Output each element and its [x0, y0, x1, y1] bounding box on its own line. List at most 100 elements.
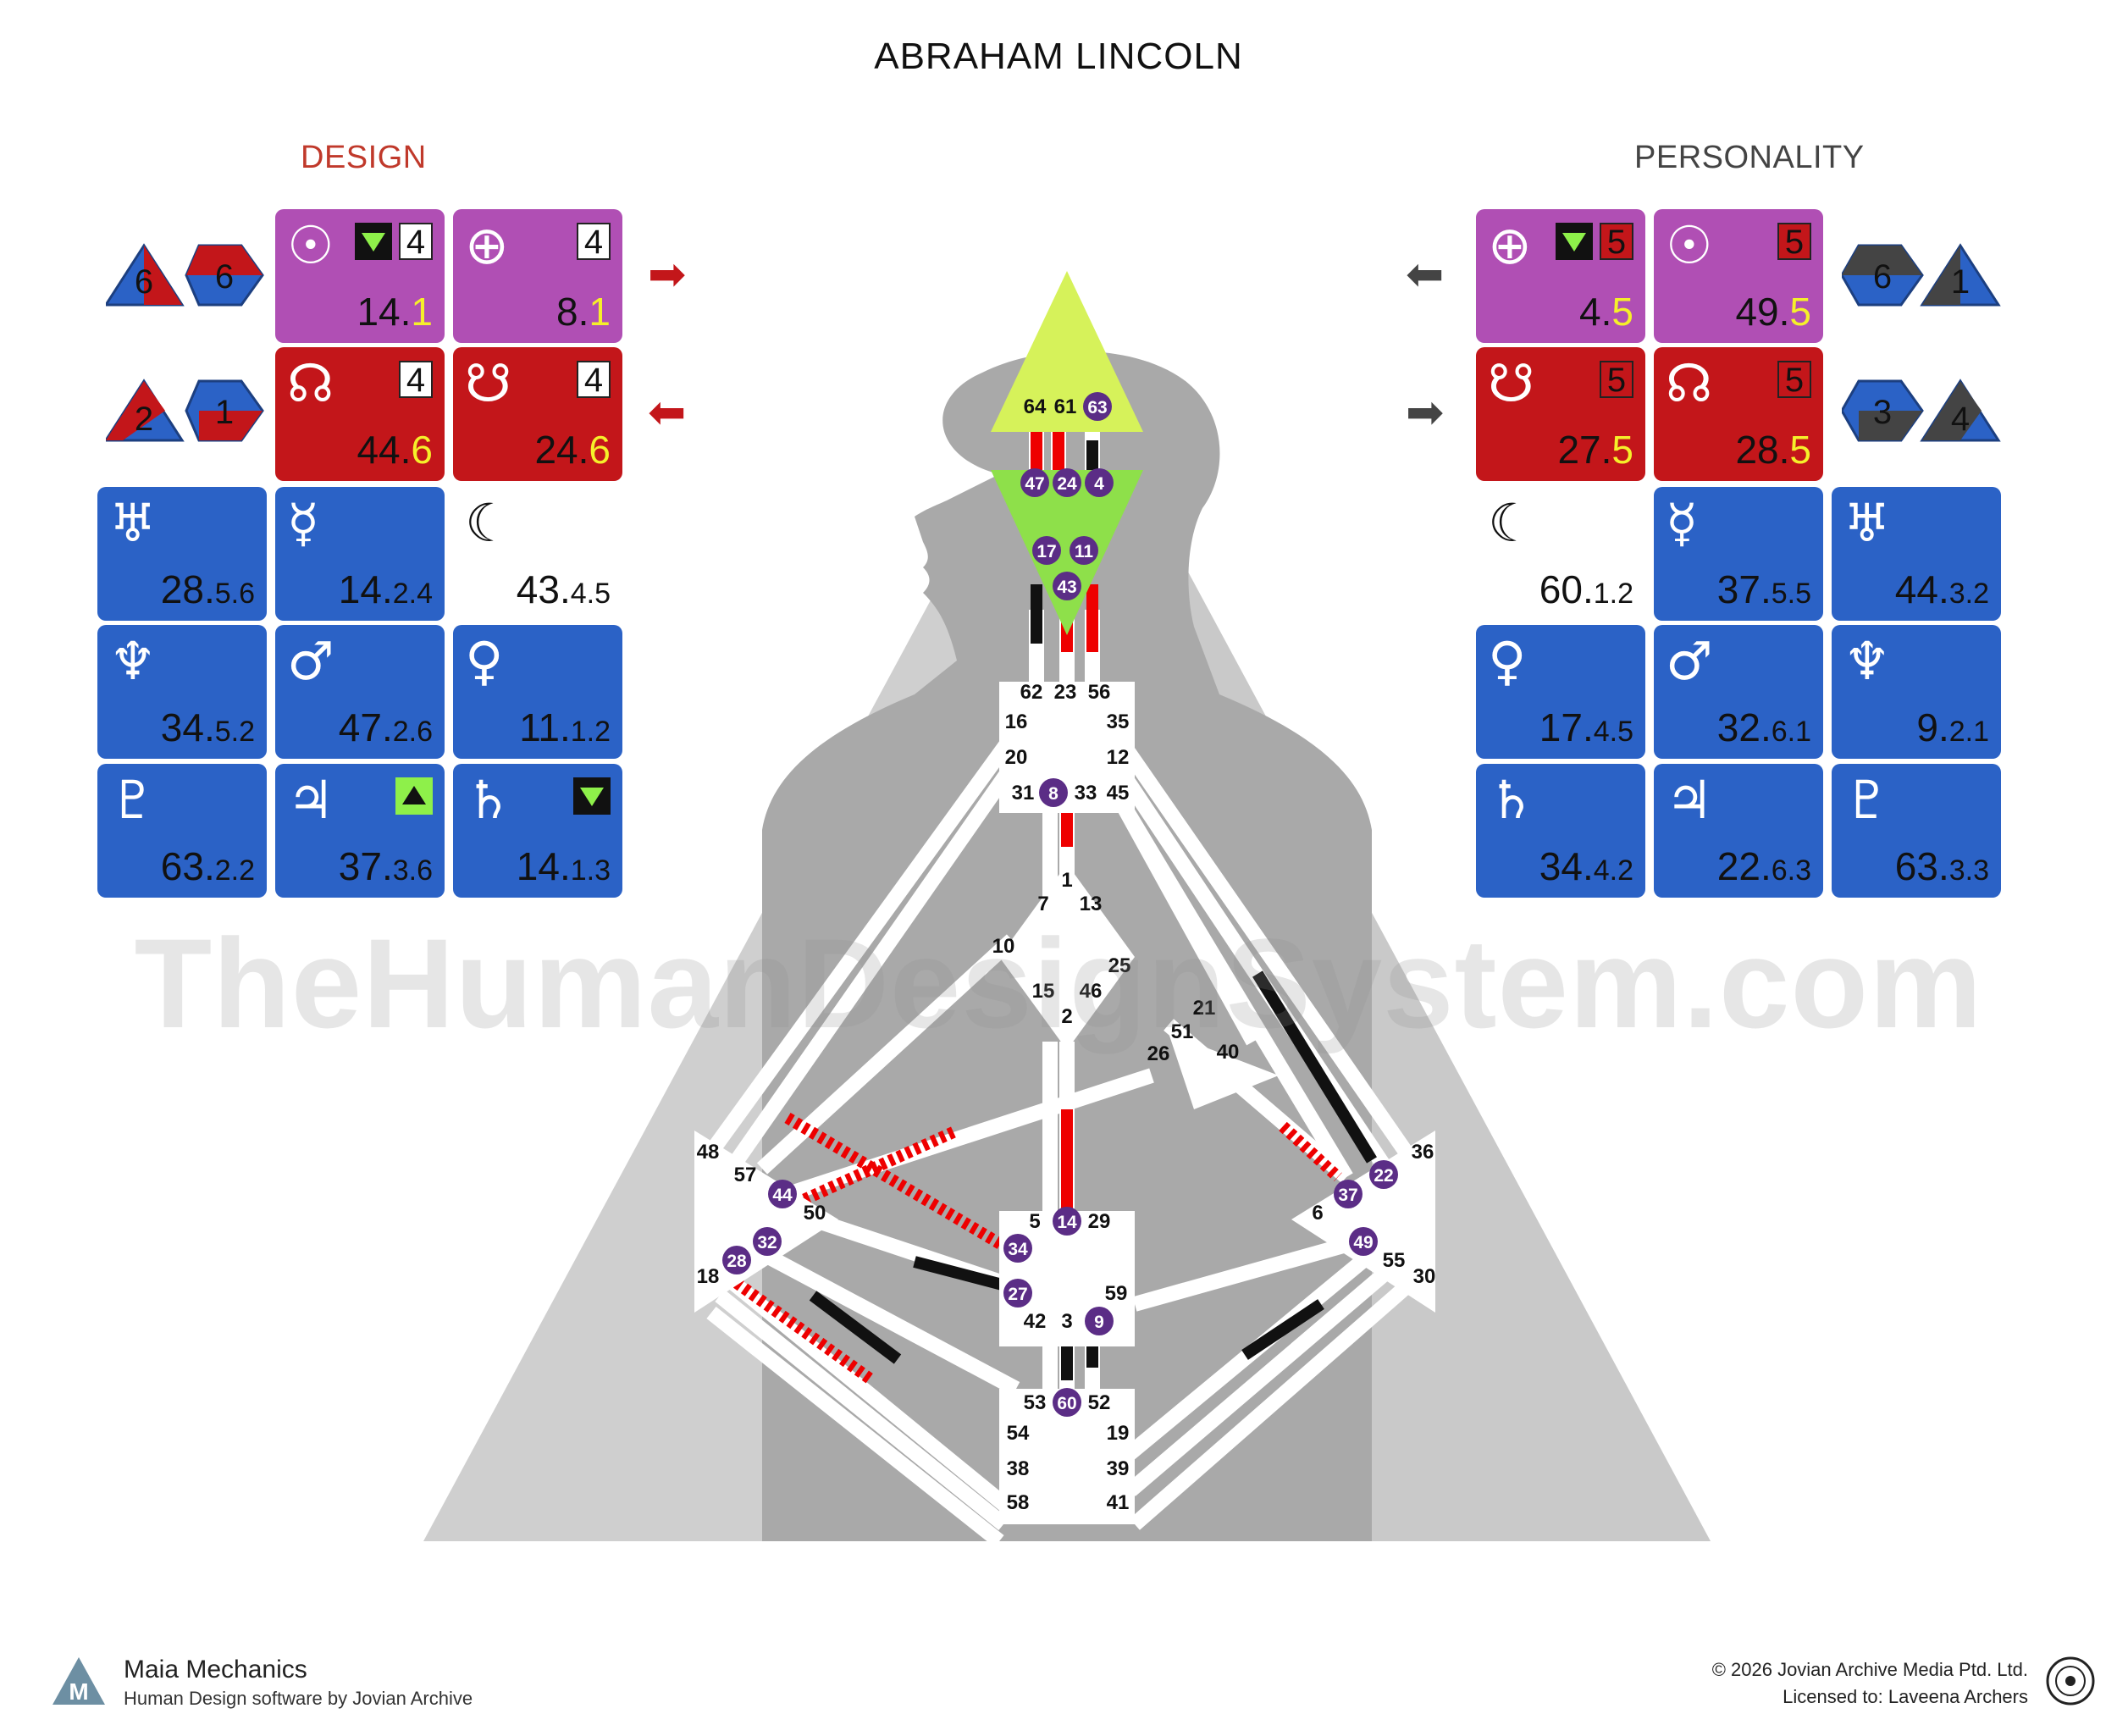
activated-gate-marker: [1369, 1160, 1398, 1189]
line-box: 4: [399, 361, 433, 398]
gate-line-value: 60.1.2: [1539, 567, 1633, 611]
design-bottom-arrow-icon: ⬅: [648, 385, 687, 439]
mars-icon: ♂: [1666, 630, 1713, 692]
watermark-text: TheHumanDesignSystem.com: [134, 912, 1983, 1054]
line-box: 5: [1777, 361, 1811, 398]
gate-22: 22: [1374, 1166, 1393, 1186]
activated-gate-marker: [1032, 536, 1061, 565]
gate-6: 6: [1312, 1202, 1323, 1225]
gate-25: 25: [1108, 954, 1131, 977]
line-box: 5: [1600, 223, 1633, 260]
gate-64: 64: [1024, 395, 1047, 418]
gate-3: 3: [1061, 1310, 1072, 1333]
mars-icon: ♂: [287, 630, 334, 692]
solar-plexus-center: [1291, 1131, 1435, 1313]
design-tile-uranus: ♅28.5.6: [97, 487, 267, 621]
design-tile-jupiter: ♃37.3.6: [275, 764, 445, 898]
gate-61: 61: [1054, 395, 1077, 418]
gate-51: 51: [1171, 1020, 1194, 1043]
venus-icon: ♀: [465, 630, 504, 692]
gate-line-value: 37.3.6: [338, 844, 433, 888]
personality-tile-neptune: ♆9.2.1: [1832, 625, 2001, 759]
gate-line-value: 63.3.3: [1894, 844, 1989, 888]
gate-48: 48: [697, 1141, 720, 1164]
design-tile-mars: ♂47.2.6: [275, 625, 445, 759]
personality-tile-venus: ♀17.4.5: [1476, 625, 1645, 759]
gate-line-value: 14.1.3: [516, 844, 611, 888]
gate-line-value: 14.2.4: [338, 567, 433, 611]
gate-43: 43: [1057, 578, 1076, 597]
gate-16: 16: [1005, 710, 1028, 733]
gate-26: 26: [1147, 1042, 1170, 1065]
jupiter-icon: ♃: [287, 769, 334, 831]
gate-50: 50: [804, 1202, 826, 1225]
activated-gate-marker: [1053, 572, 1081, 600]
uranus-icon: ♅: [1843, 492, 1891, 554]
personality-variable-1: 6: [1873, 258, 1892, 296]
footer-license: © 2026 Jovian Archive Media Ptd. Ltd. Li…: [1588, 1656, 2096, 1715]
gate-33: 33: [1075, 782, 1097, 804]
gate-line-value: 14.1: [357, 290, 433, 334]
gate-47: 47: [1025, 474, 1044, 494]
gate-14: 14: [1057, 1213, 1077, 1232]
moon-icon: ☾: [1488, 492, 1535, 554]
gate-34: 34: [1008, 1240, 1028, 1259]
personality-heading: PERSONALITY: [1634, 140, 1865, 175]
detriment-arrow-icon: [573, 777, 611, 815]
sun-icon: ☉: [287, 214, 334, 276]
pluto-icon: ♇: [1843, 769, 1891, 831]
activated-gate-marker: [722, 1246, 751, 1274]
personality-variables: 6 1 3 4: [1842, 243, 2001, 442]
gate-44: 44: [772, 1186, 793, 1205]
exalted-arrow-icon: [395, 777, 433, 815]
svg-text:M: M: [69, 1678, 88, 1705]
gate-line-value: 37.5.5: [1716, 567, 1811, 611]
gate-11: 11: [1075, 542, 1094, 561]
gate-line-value: 44.6: [357, 428, 433, 472]
neptune-icon: ♆: [1843, 630, 1891, 692]
design-variables: 6 6 2 1: [106, 243, 264, 442]
line-box: 4: [577, 223, 611, 260]
activated-gate-marker: [1003, 1234, 1032, 1263]
gate-21: 21: [1193, 997, 1216, 1020]
activated-gate-marker: [1070, 536, 1098, 565]
gate-line-value: 44.3.2: [1894, 567, 1989, 611]
moon-icon: ☾: [465, 492, 512, 554]
gate-23: 23: [1054, 681, 1077, 704]
gate-line-value: 32.6.1: [1716, 705, 1811, 749]
gate-29: 29: [1088, 1210, 1111, 1233]
activated-gate-marker: [1085, 468, 1114, 497]
activated-gate-marker: [1039, 778, 1068, 807]
footer-brand: M Maia Mechanics Human Design software b…: [51, 1656, 525, 1715]
earth-icon: ⊕: [1488, 214, 1532, 276]
gate-line-value: 47.2.6: [338, 705, 433, 749]
gate-8: 8: [1048, 784, 1058, 804]
gate-line-value: 49.5: [1735, 290, 1811, 334]
design-top-arrow-icon: ➡: [648, 247, 687, 301]
design-tile-pluto: ♇63.2.2: [97, 764, 267, 898]
gate-56: 56: [1088, 681, 1111, 704]
jupiter-icon: ♃: [1666, 769, 1713, 831]
activations: [732, 423, 1377, 1385]
gate-53: 53: [1024, 1391, 1047, 1414]
mercury-icon: ☿: [287, 492, 320, 554]
gate-line-value: 43.4.5: [516, 567, 611, 611]
earth-icon: ⊕: [465, 214, 509, 276]
personality-tile-mars: ♂32.6.1: [1654, 625, 1823, 759]
gate-36: 36: [1412, 1141, 1434, 1164]
activated-gate-marker: [1003, 1279, 1032, 1308]
saturn-icon: ♄: [465, 769, 512, 831]
gate-58: 58: [1007, 1491, 1030, 1514]
sun-icon: ☉: [1666, 214, 1713, 276]
gate-37: 37: [1338, 1186, 1357, 1205]
gate-1: 1: [1061, 869, 1072, 892]
gate-52: 52: [1088, 1391, 1111, 1414]
design-tile-neptune: ♆34.5.2: [97, 625, 267, 759]
north-node-icon: ☊: [287, 352, 334, 414]
gate-line-value: 4.5: [1579, 290, 1633, 334]
gate-line-value: 11.1.2: [519, 705, 611, 749]
gate-line-value: 34.4.2: [1539, 844, 1633, 888]
gate-45: 45: [1107, 782, 1130, 804]
